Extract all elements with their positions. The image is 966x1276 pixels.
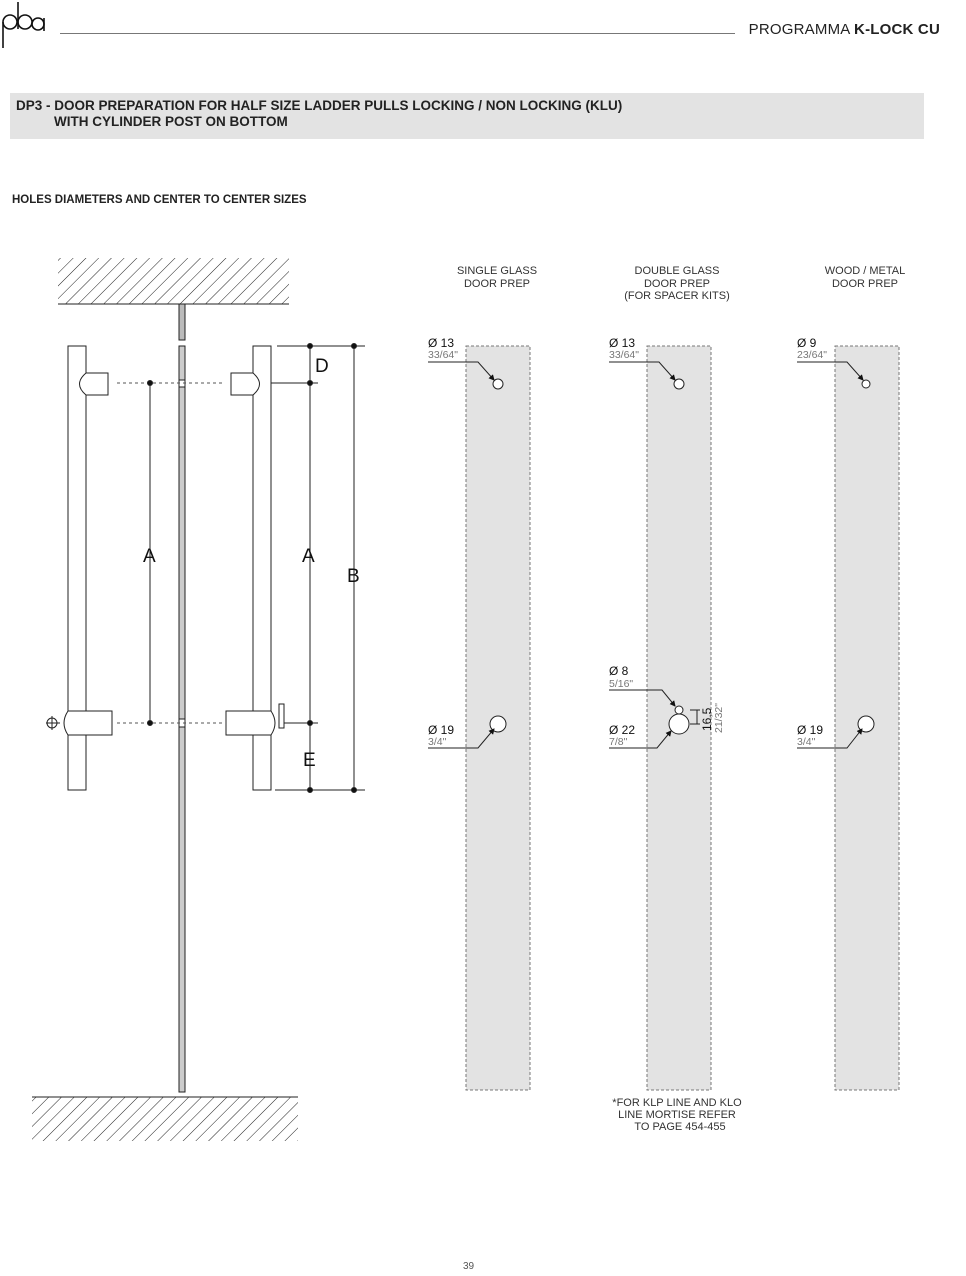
- page-title-line-1: DP3 - DOOR PREPARATION FOR HALF SIZE LAD…: [16, 98, 623, 113]
- bottom-hole-diameter: Ø 19: [428, 723, 454, 737]
- column-heading-line: DOUBLE GLASS: [635, 265, 720, 277]
- dimension-label-b: B: [347, 566, 360, 587]
- dimension-label-d: D: [315, 356, 329, 377]
- dimension-label-a-left: A: [143, 546, 156, 567]
- top-hole-diameter: Ø 13: [428, 336, 454, 350]
- bottom-hole-diameter: Ø 19: [797, 723, 823, 737]
- column-heading-line: SINGLE GLASS: [457, 265, 537, 277]
- page-title-line-2: WITH CYLINDER POST ON BOTTOM: [54, 114, 288, 129]
- pba-logo-icon: [2, 2, 45, 48]
- page-number: 39: [463, 1261, 475, 1272]
- column-wood-metal: WOOD / METAL DOOR PREP Ø 9 23/64" Ø 19 3…: [797, 265, 905, 1091]
- dimension-lines: [147, 343, 365, 793]
- footnote-line: LINE MORTISE REFER: [618, 1109, 736, 1121]
- offset-mm: 16,5: [700, 707, 714, 731]
- bottom-hole-inch: 3/4": [428, 736, 447, 748]
- section-subtitle: HOLES DIAMETERS AND CENTER TO CENTER SIZ…: [12, 194, 307, 206]
- column-double-glass: DOUBLE GLASS DOOR PREP (FOR SPACER KITS)…: [609, 265, 742, 1133]
- top-hole-inch: 23/64": [797, 349, 827, 361]
- program-prefix: PROGRAMMA: [748, 21, 850, 38]
- floor-hatch: [32, 1096, 298, 1141]
- door-glass-section: [178, 303, 186, 1093]
- dimension-label-e: E: [303, 750, 316, 771]
- top-hole-diameter: Ø 13: [609, 336, 635, 350]
- column-heading-line: DOOR PREP: [644, 278, 710, 290]
- right-ladder-pull: [225, 345, 285, 791]
- top-hole-inch: 33/64": [428, 349, 458, 361]
- column-single-glass: SINGLE GLASS DOOR PREP Ø 13 33/64" Ø 19 …: [428, 265, 537, 1091]
- program-title: PROGRAMMA K-LOCK CU: [749, 21, 940, 38]
- left-ladder-pull: [46, 345, 113, 791]
- column-heading-line: DOOR PREP: [464, 278, 530, 290]
- title-band: [10, 93, 924, 139]
- top-hole-diameter: Ø 9: [797, 336, 817, 350]
- small-hole-inch: 5/16": [609, 678, 633, 690]
- center-lines: [117, 382, 222, 724]
- column-heading-line: (FOR SPACER KITS): [624, 290, 730, 302]
- ceiling-hatch: [58, 258, 289, 305]
- dimension-label-a-right: A: [302, 546, 315, 567]
- small-hole-diameter: Ø 8: [609, 664, 629, 678]
- bottom-hole-diameter: Ø 22: [609, 723, 635, 737]
- program-name: K-LOCK CU: [854, 21, 940, 38]
- footnote-line: TO PAGE 454-455: [634, 1121, 725, 1133]
- top-hole-inch: 33/64": [609, 349, 639, 361]
- footnote-line: *FOR KLP LINE AND KLO: [612, 1097, 742, 1109]
- column-heading-line: DOOR PREP: [832, 278, 898, 290]
- bottom-hole-inch: 3/4": [797, 736, 816, 748]
- column-heading-line: WOOD / METAL: [825, 265, 905, 277]
- offset-inch: 21/32": [713, 703, 725, 733]
- bottom-hole-inch: 7/8": [609, 736, 628, 748]
- header-rule: [60, 33, 735, 34]
